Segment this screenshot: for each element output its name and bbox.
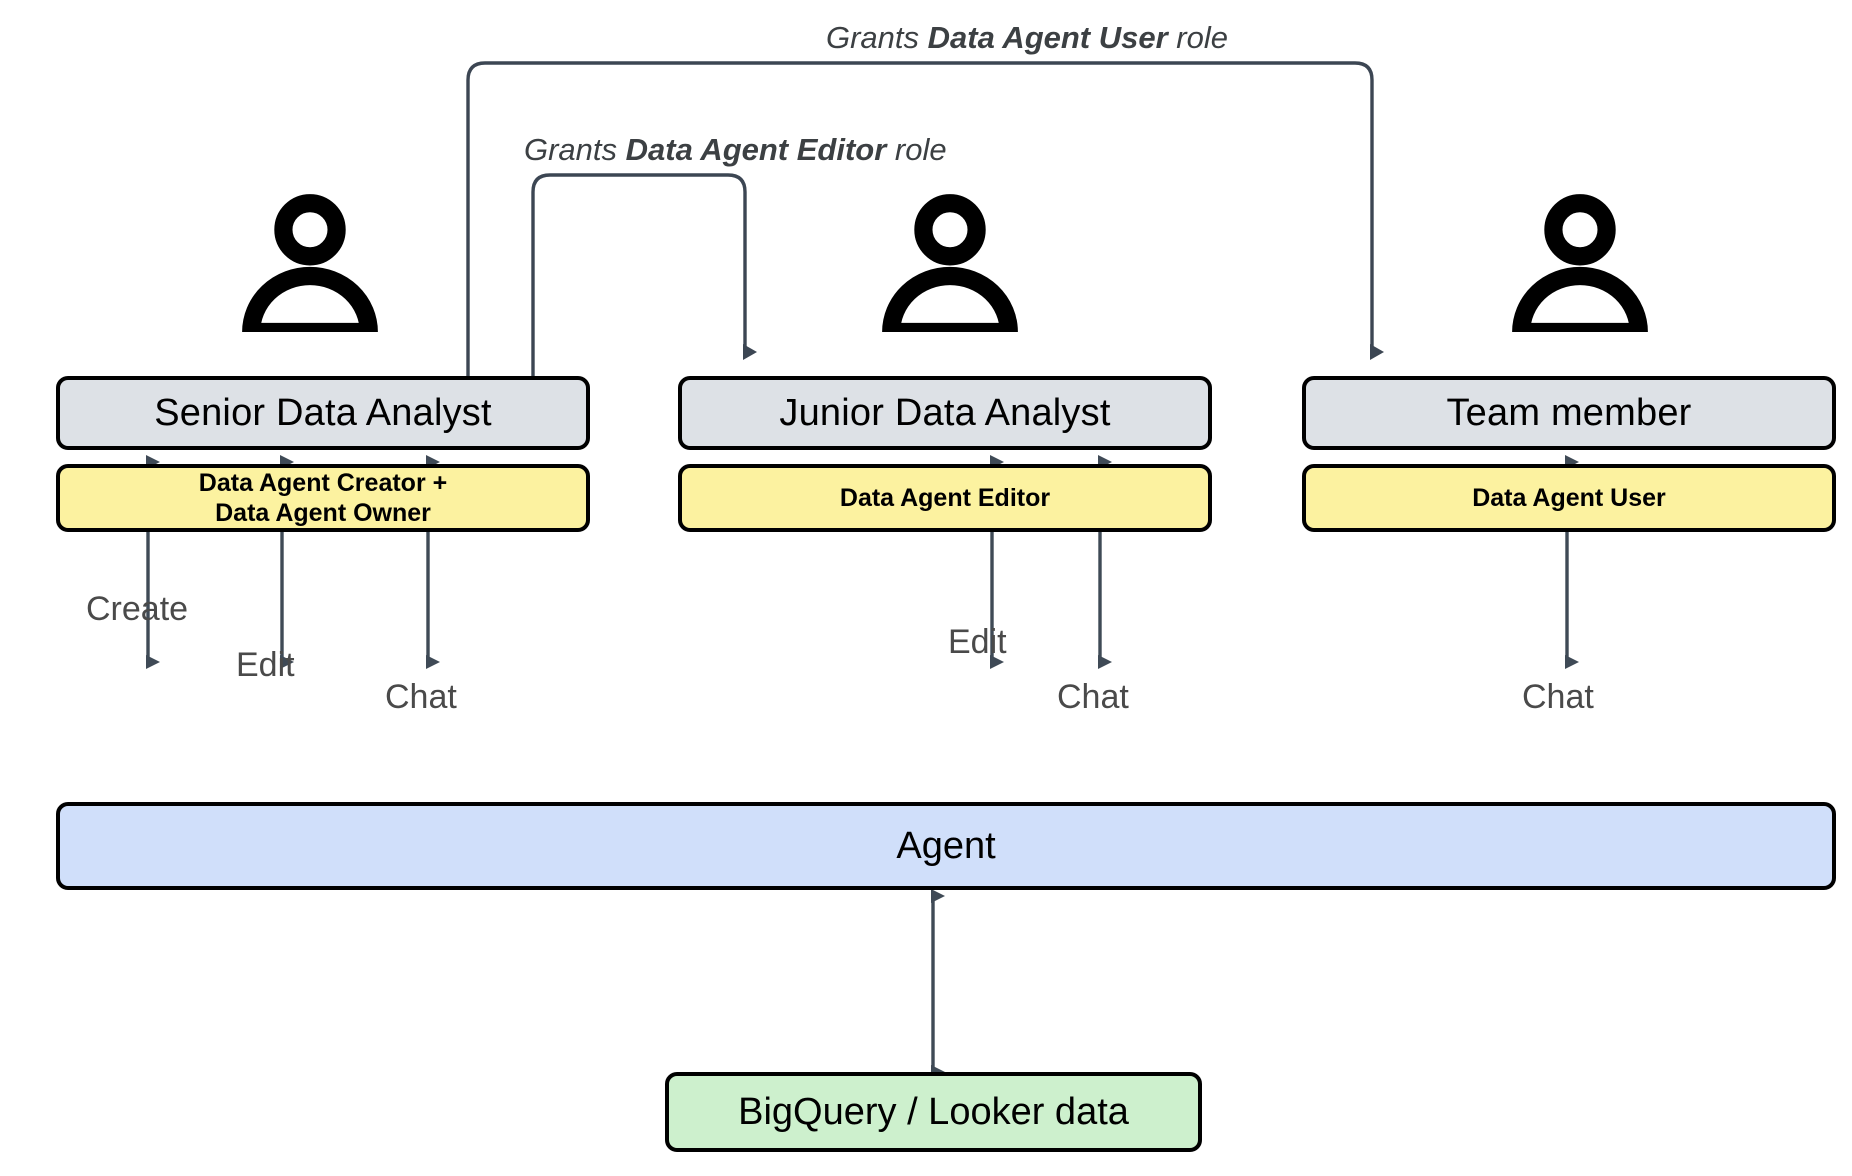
edge-label-senior-chat: Chat (385, 678, 457, 716)
agent-box[interactable]: Agent (56, 802, 1836, 890)
role-box-senior-data-analyst[interactable]: Senior Data Analyst (56, 376, 590, 450)
role-box-team-member[interactable]: Team member (1302, 376, 1836, 450)
permission-box-senior-data-analyst[interactable]: Data Agent Creator + Data Agent Owner (56, 464, 590, 532)
permission-line: Data Agent Editor (839, 483, 1051, 512)
permission-line: Data Agent Creator + (198, 468, 448, 497)
role-label: Senior Data Analyst (154, 391, 492, 434)
grant-label-data-agent-user: Grants Data Agent User role (826, 22, 1228, 53)
datasource-label: BigQuery / Looker data (738, 1090, 1129, 1133)
grant-suffix: role (1167, 20, 1228, 55)
grant-role: Data Agent Editor (625, 132, 887, 167)
person-icon (240, 192, 380, 342)
permission-line: Data Agent Owner (215, 499, 431, 527)
role-label: Team member (1446, 391, 1692, 434)
role-label: Junior Data Analyst (779, 391, 1111, 434)
person-icon (1510, 192, 1650, 342)
edge-label-junior-edit: Edit (948, 623, 1007, 661)
permission-box-team-member[interactable]: Data Agent User (1302, 464, 1836, 532)
permission-box-junior-data-analyst[interactable]: Data Agent Editor (678, 464, 1212, 532)
grant-role: Data Agent User (927, 20, 1168, 55)
edge-label-senior-edit: Edit (236, 646, 295, 684)
agent-label: Agent (896, 824, 996, 867)
permission-line: Data Agent User (1472, 483, 1666, 512)
grant-prefix: Grants (826, 20, 928, 55)
edge-label-senior-create: Create (86, 590, 189, 628)
edge-label-team-chat: Chat (1522, 678, 1594, 716)
person-icon (880, 192, 1020, 342)
grant-label-data-agent-editor: Grants Data Agent Editor role (524, 134, 947, 165)
connector-grants-data-agent-editor (531, 173, 757, 378)
grant-prefix: Grants (524, 132, 626, 167)
edge-label-junior-chat: Chat (1057, 678, 1129, 716)
datasource-box[interactable]: BigQuery / Looker data (665, 1072, 1202, 1152)
grant-suffix: role (886, 132, 947, 167)
role-box-junior-data-analyst[interactable]: Junior Data Analyst (678, 376, 1212, 450)
